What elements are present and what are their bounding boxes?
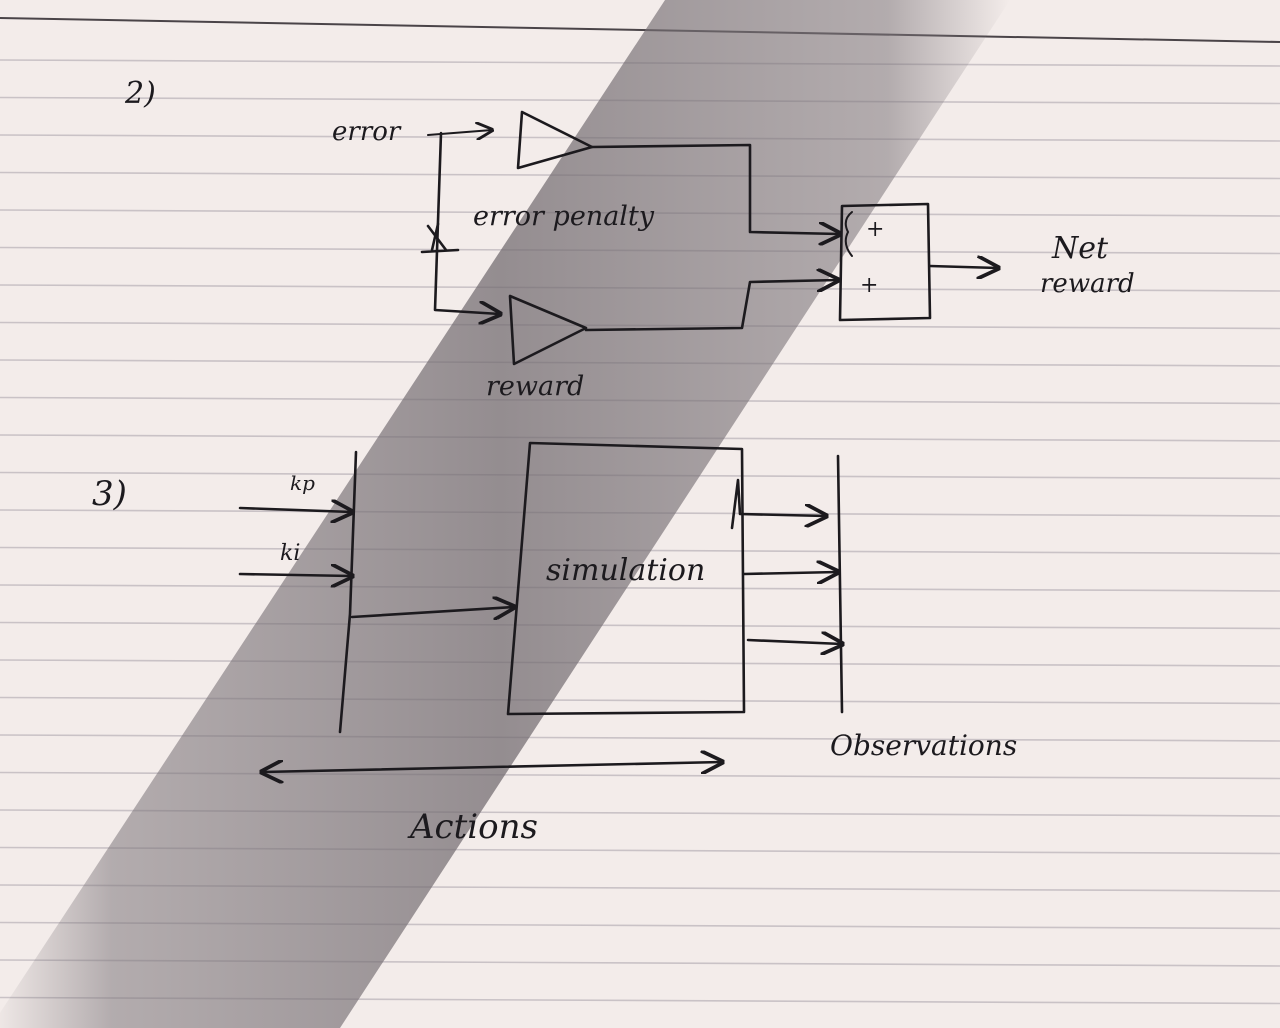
actions-label: Actions [407,807,538,847]
rule-line [0,584,1280,592]
demux-bar [836,454,844,714]
reward-diagram: 2) error error penalty reward + + Net re… [124,76,1135,402]
split-node-mark [420,222,460,254]
sum-sign-bottom: + [860,273,878,298]
observation-arrow-1 [730,478,826,530]
environment-diagram: 3) kp ki simulation Observations Actions [92,441,1017,847]
error-input-label: error [332,117,402,147]
section-number-3: 3) [92,474,127,514]
simulation-block [506,441,746,716]
reward-gain [508,294,588,366]
section-number-2: 2) [124,76,156,111]
kp-arrow [238,508,352,512]
error-input-arrow [427,130,492,135]
ki-arrow [238,574,352,576]
net-label: Net [1051,231,1109,266]
reward-wire [584,280,838,332]
sum-block [838,202,932,322]
split-wire [433,131,500,314]
shadow-band [0,0,1010,1028]
observations-label: Observations [830,729,1017,762]
rule-line [0,696,1280,705]
kp-label: kp [290,471,315,495]
error-penalty-label: error penalty [473,201,655,232]
actions-span-arrow [262,762,722,772]
ki-label: ki [280,541,300,566]
simulation-label: simulation [546,553,705,588]
sum-sign-top: + [866,217,884,242]
mux-bar [338,450,358,734]
top-margin-line [0,17,1280,43]
observation-arrow-2 [742,572,838,574]
rule-line [0,621,1280,630]
reward-output-label: reward [1040,269,1135,299]
error-penalty-gain [516,110,594,170]
sum-bracket [844,211,853,257]
observation-arrow-3 [746,640,842,644]
rule-line [0,659,1280,667]
net-reward-arrow [928,266,998,268]
action-to-simulation-arrow [350,607,514,617]
reward-label: reward [486,371,584,402]
error-penalty-wire [590,143,840,234]
